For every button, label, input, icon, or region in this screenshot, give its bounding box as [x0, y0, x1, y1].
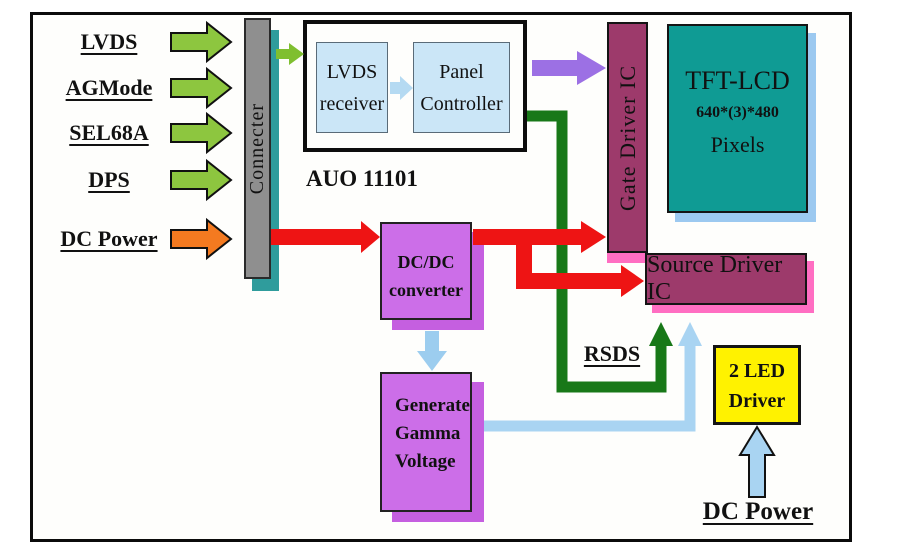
tft-lcd-box: TFT-LCD 640*(3)*480 Pixels — [667, 24, 808, 213]
source-driver-label: Source Driver IC — [647, 252, 783, 305]
tft-resolution: 640*(3)*480 — [696, 104, 779, 121]
led-driver-box: 2 LED Driver — [713, 345, 801, 425]
source-driver-box: Source Driver IC — [645, 252, 807, 305]
led-line2: Driver — [728, 390, 786, 412]
input-label-lvds: LVDS — [80, 29, 138, 54]
gamma-line1: Generate — [395, 395, 470, 416]
panel-controller-box: Panel Controller — [413, 42, 510, 133]
connector-box: Connecter — [244, 18, 271, 279]
dcdc-line1: DC/DC — [397, 252, 455, 272]
connector-label: Connecter — [246, 102, 268, 195]
tft-title: TFT-LCD — [685, 66, 790, 95]
lvds-receiver-line1: LVDS — [326, 60, 378, 83]
dcdc-converter-box: DC/DC converter — [380, 222, 472, 320]
input-label-dps: DPS — [88, 167, 130, 192]
gamma-line2: Gamma — [395, 423, 461, 444]
panel-controller-line1: Panel — [439, 60, 484, 83]
lvds-receiver-line2: receiver — [319, 92, 385, 115]
input-label-agmode: AGMode — [65, 75, 153, 100]
auo-caption: AUO 11101 — [306, 166, 418, 191]
dcdc-line2: converter — [389, 280, 463, 300]
gamma-line3: Voltage — [395, 451, 456, 472]
input-label-dc-power: DC Power — [60, 226, 158, 251]
lvds-receiver-box: LVDS receiver — [316, 42, 388, 133]
gate-driver-box: Gate Driver IC — [607, 22, 648, 253]
tft-pixels: Pixels — [710, 132, 765, 157]
led-line1: 2 LED — [728, 360, 786, 382]
dc-power-bottom-label: DC Power — [702, 498, 814, 525]
gamma-voltage-box: Generate Gamma Voltage — [380, 372, 472, 512]
rsds-label: RSDS — [583, 341, 641, 366]
panel-controller-line2: Controller — [420, 92, 503, 115]
gate-driver-label: Gate Driver IC — [614, 64, 640, 211]
input-label-sel68a: SEL68A — [69, 120, 149, 145]
